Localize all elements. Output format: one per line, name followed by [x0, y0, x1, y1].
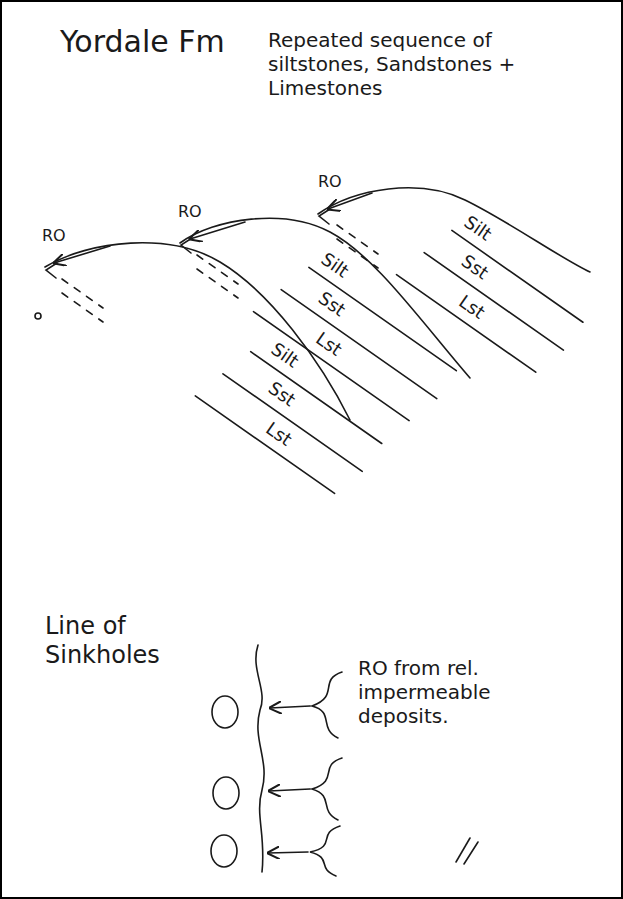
callout-note: RO from rel. impermeable deposits. [358, 656, 508, 728]
stray-mark [464, 842, 478, 864]
ridge-profile [318, 188, 590, 272]
sinkhole [211, 835, 237, 867]
scarp-mark [319, 209, 330, 224]
runoff-arrow [270, 706, 310, 708]
bed-lines [396, 219, 582, 378]
bedding-dashes [62, 225, 378, 322]
note: Repeated sequence of siltstones, Sandsto… [268, 28, 558, 100]
scarp-mark [181, 238, 192, 253]
title: Yordale Fm [60, 24, 225, 60]
runoff-arrow [269, 789, 310, 791]
runoff-label: RO [178, 202, 202, 221]
scarp-mark [46, 263, 57, 278]
stray-mark [35, 313, 41, 319]
sinkhole [213, 777, 239, 809]
ridge-profile [45, 243, 350, 420]
sinkhole [212, 696, 238, 728]
runoff-arrow [190, 222, 245, 239]
runoff-label: RO [42, 226, 66, 245]
runoff-arrow [54, 246, 110, 263]
runoff-squiggle [312, 672, 342, 738]
feature-label: Line of Sinkholes [45, 612, 175, 670]
bed-lines [253, 256, 456, 426]
ridge-profile [180, 218, 470, 378]
runoff-arrow [328, 193, 372, 209]
runoff-squiggle [312, 758, 342, 820]
runoff-squiggle [310, 826, 340, 876]
runoff-arrow [268, 852, 308, 853]
boundary-line [256, 645, 264, 872]
runoff-label: RO [318, 172, 342, 191]
